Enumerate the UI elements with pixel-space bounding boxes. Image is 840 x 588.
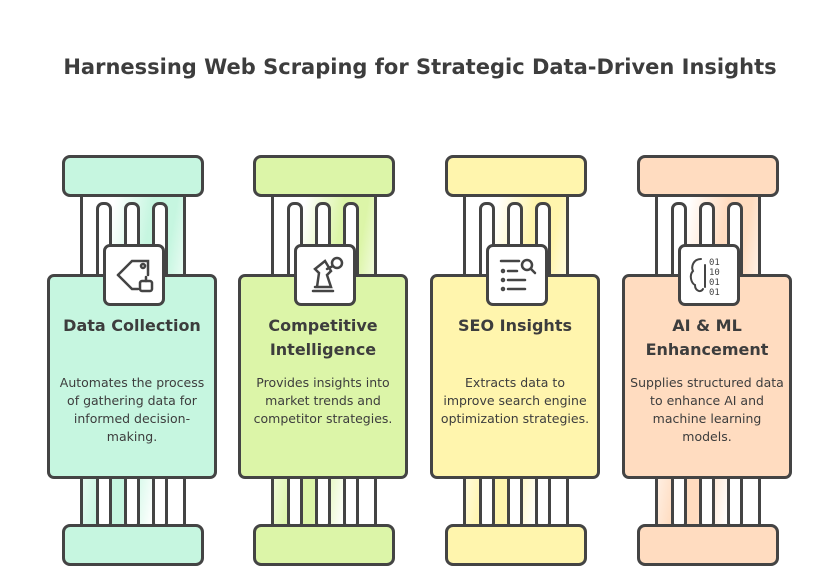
pillar-2: Competitive Intelligence Provides insigh… bbox=[238, 152, 408, 570]
pillar-1: Data Collection Automates the process of… bbox=[47, 152, 217, 570]
pillar-flute bbox=[699, 470, 715, 530]
pillar-base bbox=[253, 524, 395, 566]
pillar-description: Provides insights into market trends and… bbox=[253, 375, 393, 426]
pillar-heading: Competitive Intelligence bbox=[268, 316, 378, 359]
svg-text:01: 01 bbox=[709, 288, 720, 297]
pillar-capital bbox=[445, 155, 587, 197]
pillar-base bbox=[62, 524, 204, 566]
pillar-heading: SEO Insights bbox=[458, 316, 572, 335]
price-tag-robot-icon bbox=[103, 244, 165, 306]
pillar-card bbox=[622, 274, 792, 479]
pillar-flute bbox=[507, 470, 523, 530]
pillar-description: Supplies structured data to enhance AI a… bbox=[630, 375, 784, 444]
pillar-card bbox=[430, 274, 600, 479]
pillar-3: SEO Insights Extracts data to improve se… bbox=[430, 152, 600, 570]
pillar-flute bbox=[124, 470, 140, 530]
pillar-flute bbox=[152, 470, 168, 530]
pillar-flute bbox=[671, 470, 687, 530]
search-list-icon bbox=[486, 244, 548, 306]
pillar-flute bbox=[287, 470, 303, 530]
pillar-flute bbox=[479, 470, 495, 530]
svg-text:10: 10 bbox=[709, 268, 720, 278]
svg-text:01: 01 bbox=[709, 278, 720, 288]
pillar-base bbox=[445, 524, 587, 566]
pillar-description: Automates the process of gathering data … bbox=[59, 375, 205, 444]
svg-text:01: 01 bbox=[709, 258, 720, 268]
pillar-heading: AI & ML Enhancement bbox=[645, 316, 769, 359]
pillar-base bbox=[637, 524, 779, 566]
pillar-description: Extracts data to improve search engine o… bbox=[440, 375, 590, 426]
pillar-capital bbox=[62, 155, 204, 197]
pillar-capital bbox=[637, 155, 779, 197]
pillar-flute bbox=[315, 470, 331, 530]
pillar-flute bbox=[727, 470, 743, 530]
chess-knight-icon bbox=[294, 244, 356, 306]
pillar-capital bbox=[253, 155, 395, 197]
pillar-flute bbox=[535, 470, 551, 530]
pillar-flute bbox=[96, 470, 112, 530]
pillar-flute bbox=[343, 470, 359, 530]
diagram-title: Harnessing Web Scraping for Strategic Da… bbox=[63, 55, 777, 79]
pillar-heading: Data Collection bbox=[63, 316, 201, 335]
pillar-card bbox=[238, 274, 408, 479]
